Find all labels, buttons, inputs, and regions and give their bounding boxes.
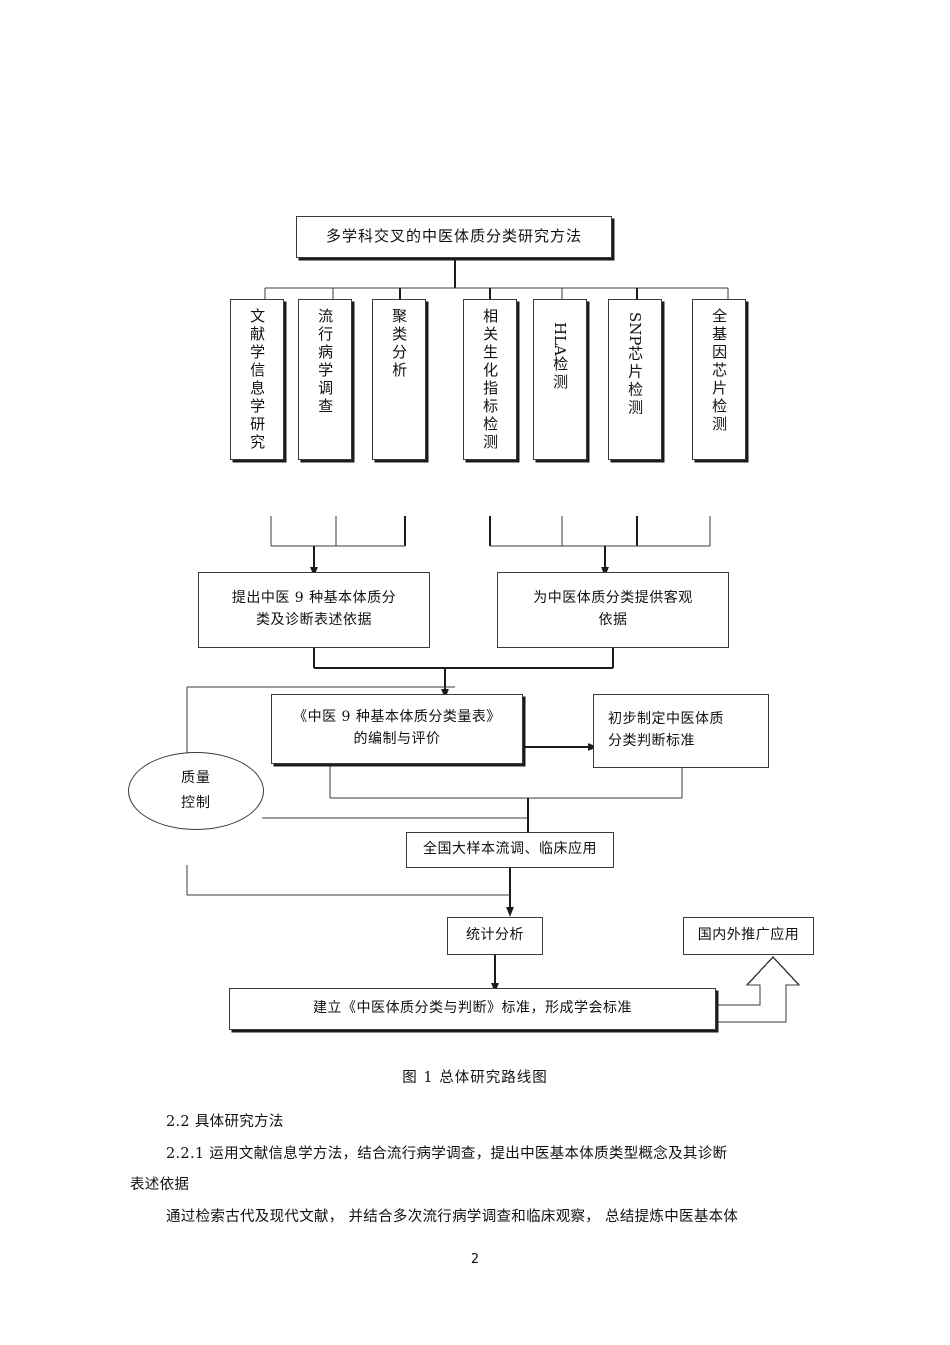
node-national-survey-clinical-application-label: 全国大样本流调、临床应用	[423, 841, 597, 858]
node-method-cluster-analysis[interactable]: 聚类分析	[372, 299, 426, 460]
node-established-standard[interactable]: 建立《中医体质分类与判断》标准，形成学会标准	[229, 988, 716, 1030]
page-number: 2	[0, 1252, 950, 1267]
node-outcome-objective-basis-line1: 为中医体质分类提供客观	[533, 590, 693, 607]
node-quality-control-line1: 质量	[181, 769, 211, 786]
node-method-hla-test[interactable]: HLA检测	[533, 299, 587, 460]
node-scale-compilation-evaluation-line1: 《中医 9 种基本体质分类量表》	[293, 709, 501, 726]
node-method-biochemical-index-test-label: 相关生化指标检测	[481, 308, 500, 452]
flowchart-connectors	[186, 258, 801, 1023]
node-root-method[interactable]: 多学科交叉的中医体质分类研究方法	[296, 216, 612, 258]
node-scale-compilation-evaluation-line2: 的编制与评价	[353, 731, 441, 747]
node-preliminary-criteria-line1: 初步制定中医体质	[608, 711, 724, 728]
heading-2-2: 2.2 具体研究方法	[166, 1114, 284, 1130]
paragraph-line1: 通过检索古代及现代文献， 并结合多次流行病学调查和临床观察， 总结提炼中医基本体	[166, 1209, 739, 1226]
node-method-snp-chip-test-latin: SNP	[626, 312, 645, 346]
node-statistical-analysis[interactable]: 统计分析	[447, 917, 543, 955]
node-method-literature-informatics[interactable]: 文献学信息学研究	[230, 299, 284, 460]
node-scale-compilation-evaluation[interactable]: 《中医 9 种基本体质分类量表》 的编制与评价	[271, 694, 523, 764]
heading-2-2-1-line1: 2.2.1 运用文献信息学方法，结合流行病学调查，提出中医基本体质类型概念及其诊…	[166, 1145, 728, 1162]
node-outcome-nine-constitution-types-line1: 提出中医 9 种基本体质分	[231, 590, 397, 607]
research-roadmap-figure: 多学科交叉的中医体质分类研究方法 文献学信息学研究 流行病学调查 聚类分析 相关…	[128, 216, 814, 1030]
heading-2-2-1-line2: 表述依据	[130, 1177, 190, 1194]
node-method-hla-test-label: HLA检测	[550, 322, 570, 392]
node-method-literature-informatics-label: 文献学信息学研究	[248, 308, 267, 452]
node-preliminary-criteria-line2: 分类判断标准	[608, 733, 695, 749]
node-preliminary-criteria[interactable]: 初步制定中医体质 分类判断标准	[593, 694, 769, 768]
node-method-snp-chip-test[interactable]: SNP芯片检测	[608, 299, 662, 460]
node-method-snp-chip-test-label: SNP芯片检测	[625, 312, 645, 418]
node-method-epidemiology-survey-label: 流行病学调查	[316, 308, 335, 416]
node-outcome-objective-basis[interactable]: 为中医体质分类提供客观 依据	[497, 572, 729, 648]
node-outcome-nine-constitution-types[interactable]: 提出中医 9 种基本体质分 类及诊断表述依据	[198, 572, 430, 648]
node-statistical-analysis-label: 统计分析	[466, 927, 524, 944]
page-number-text: 2	[470, 1252, 480, 1267]
node-national-survey-clinical-application[interactable]: 全国大样本流调、临床应用	[406, 832, 614, 868]
node-method-cluster-analysis-label: 聚类分析	[390, 308, 409, 380]
figure-caption: 图 1 总体研究路线图	[0, 1066, 950, 1087]
body-text-block: 2.2 具体研究方法 2.2.1 运用文献信息学方法，结合流行病学调查，提出中医…	[130, 1108, 830, 1235]
node-quality-control[interactable]: 质量 控制	[128, 752, 264, 830]
node-method-biochemical-index-test[interactable]: 相关生化指标检测	[463, 299, 517, 460]
node-method-epidemiology-survey[interactable]: 流行病学调查	[298, 299, 352, 460]
node-quality-control-line2: 控制	[181, 795, 211, 811]
node-outcome-objective-basis-line2: 依据	[598, 612, 628, 628]
figure-caption-text: 图 1 总体研究路线图	[402, 1070, 548, 1086]
node-method-whole-gene-chip-test-label: 全基因芯片检测	[710, 308, 729, 434]
node-outcome-nine-constitution-types-line2: 类及诊断表述依据	[256, 612, 372, 628]
node-method-snp-chip-test-cjk: 芯片检测	[626, 345, 645, 418]
node-method-hla-test-cjk: 检测	[551, 355, 570, 392]
node-domestic-international-promotion[interactable]: 国内外推广应用	[683, 917, 814, 955]
node-domestic-international-promotion-label: 国内外推广应用	[697, 927, 800, 944]
node-method-hla-test-latin: HLA	[551, 322, 570, 356]
node-established-standard-label: 建立《中医体质分类与判断》标准，形成学会标准	[313, 1000, 632, 1017]
node-root-method-label: 多学科交叉的中医体质分类研究方法	[325, 227, 582, 246]
node-method-whole-gene-chip-test[interactable]: 全基因芯片检测	[692, 299, 746, 460]
